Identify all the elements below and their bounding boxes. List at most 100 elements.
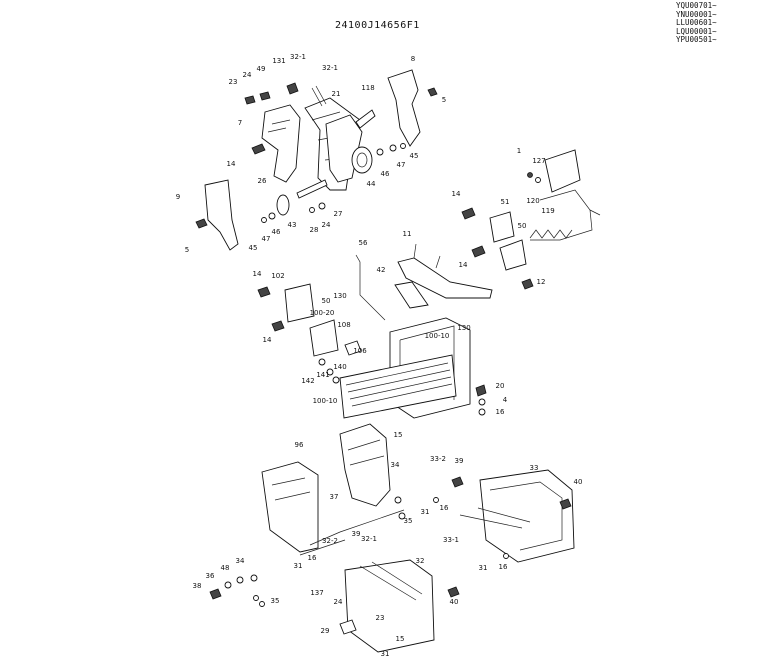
part-callout: 35	[404, 517, 413, 525]
part-callout: 16	[440, 504, 449, 512]
part-callout: 46	[272, 228, 281, 236]
part-callout: 33-2	[430, 455, 446, 463]
part-callout: 49	[257, 65, 266, 73]
part-callout: 141	[316, 371, 329, 379]
part-callout: 102	[271, 272, 284, 280]
drawing-number: 24100J14656F1	[335, 20, 420, 31]
center-support-assembly	[257, 243, 493, 419]
part-callout: 31	[381, 650, 390, 657]
part-callout: 50	[518, 222, 527, 230]
part-callout: 32-1	[290, 53, 306, 61]
part-callout: 120	[526, 197, 539, 205]
part-callout: 106	[353, 347, 367, 355]
part-callout: 119	[541, 207, 554, 215]
serial-number: YNU00001~	[676, 9, 717, 19]
serial-number: YPU00501~	[676, 35, 717, 45]
part-callout: 40	[574, 478, 583, 486]
upper-lever-assembly	[195, 69, 438, 251]
part-callout: 32-1	[322, 64, 338, 72]
part-callout: 131	[272, 57, 285, 65]
part-callout: 142	[301, 377, 314, 385]
part-callout: 27	[334, 210, 343, 218]
part-callout: 9	[176, 193, 180, 201]
part-callout: 20	[496, 382, 505, 390]
part-callout: 130	[457, 324, 470, 332]
part-callout: 5	[185, 246, 189, 254]
part-callout: 46	[381, 170, 390, 178]
part-callout: 43	[288, 221, 297, 229]
part-callout: 21	[332, 90, 341, 98]
part-callout: 100-10	[425, 332, 450, 340]
part-callout: 11	[403, 230, 412, 238]
part-callout: 14	[253, 270, 262, 278]
part-callout: 118	[361, 84, 374, 92]
part-callout: 12	[537, 278, 546, 286]
part-callout: 16	[308, 554, 317, 562]
part-callout: 137	[310, 589, 323, 597]
part-callout: 100-10	[313, 397, 338, 405]
part-callout: 130	[333, 292, 346, 300]
part-callout: 24	[322, 221, 331, 229]
part-callout: 4	[503, 396, 508, 404]
part-callout: 47	[262, 235, 271, 243]
part-callout: 44	[367, 180, 376, 188]
part-callout: 26	[258, 177, 267, 185]
part-callout: 31	[421, 508, 430, 516]
serial-number: YQU00701~	[676, 1, 717, 10]
part-callout: 34	[236, 557, 245, 565]
part-callout: 24	[243, 71, 252, 79]
part-callout: 31	[294, 562, 303, 570]
part-callout: 47	[397, 161, 406, 169]
serial-number-list: YQU00701~ YNU00001~ LLU00601~ LQU00001~ …	[676, 1, 717, 45]
part-callout: 33-1	[443, 536, 459, 544]
part-callout: 8	[411, 55, 415, 63]
part-callout: 48	[221, 564, 230, 572]
part-callout: 56	[359, 239, 368, 247]
part-callout: 14	[459, 261, 468, 269]
part-callout: 96	[295, 441, 304, 449]
part-callout: 24	[334, 598, 343, 606]
part-callout: 7	[238, 119, 242, 127]
serial-number: LLU00601~	[676, 18, 717, 28]
part-callout: 38	[193, 582, 202, 590]
part-callout: 35	[271, 597, 280, 605]
part-callout: 127	[532, 157, 545, 165]
part-callout: 140	[333, 363, 346, 371]
part-callout: 29	[321, 627, 330, 635]
part-callout: 23	[229, 78, 238, 86]
part-callout: 32-1	[361, 535, 377, 543]
part-callout: 32-2	[322, 537, 338, 545]
part-callout: 100-20	[310, 309, 335, 317]
part-callout: 50	[322, 297, 331, 305]
part-callout: 31	[479, 564, 488, 572]
part-callout: 37	[330, 493, 339, 501]
part-callout: 33	[530, 464, 539, 472]
right-bracket-assembly	[461, 149, 601, 290]
part-callout: 40	[450, 598, 459, 606]
part-callout: 14	[263, 336, 272, 344]
part-callout: 15	[396, 635, 405, 643]
part-callout: 1	[517, 147, 521, 155]
part-callout: 108	[337, 321, 350, 329]
part-callout: 14	[227, 160, 236, 168]
part-callout: 16	[499, 563, 508, 571]
part-callout: 5	[442, 96, 446, 104]
part-callout: 51	[501, 198, 510, 206]
part-callout: 16	[496, 408, 505, 416]
part-callout: 34	[391, 461, 400, 469]
part-callout: 15	[394, 431, 403, 439]
lower-panel-assembly	[209, 423, 575, 653]
part-callout: 39	[455, 457, 464, 465]
part-callout: 45	[249, 244, 258, 252]
part-callout: 23	[376, 614, 385, 622]
part-callout: 45	[410, 152, 419, 160]
part-callout: 32	[416, 557, 425, 565]
part-callout: 28	[310, 226, 319, 234]
part-callout: 36	[206, 572, 215, 580]
serial-number: LQU00001~	[676, 26, 717, 36]
part-callout: 42	[377, 266, 386, 274]
part-callout: 14	[452, 190, 461, 198]
part-callout: 39	[352, 530, 361, 538]
